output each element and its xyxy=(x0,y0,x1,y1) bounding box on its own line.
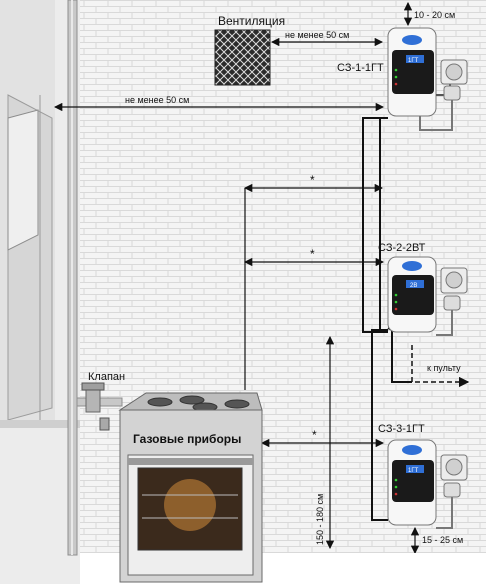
gas-appliances-label: Газовые приборы xyxy=(133,432,241,446)
detector-3: 1ГТ xyxy=(387,439,468,529)
height-range-label: 150 - 180 см xyxy=(315,494,325,545)
distance-star-2: * xyxy=(310,247,315,261)
detector-1: 1ГТ xyxy=(387,27,468,131)
detector-1-label: СЗ-1-1ГТ xyxy=(337,62,384,74)
detector-1-panel-text: 1ГТ xyxy=(408,58,419,64)
detector-3-panel-text: 1ГТ xyxy=(408,468,419,474)
distance-star-1: * xyxy=(310,173,315,187)
distance-star-3: * xyxy=(312,428,317,442)
valve-label: Клапан xyxy=(88,371,125,383)
vent-distance-label: не менее 50 см xyxy=(285,30,349,40)
console-wire xyxy=(411,345,470,388)
detector-3-label: СЗ-3-1ГТ xyxy=(378,423,425,435)
top-gap-label: 10 - 20 см xyxy=(414,10,455,20)
window xyxy=(0,0,80,584)
ventilation-label: Вентиляция xyxy=(218,14,285,28)
detector-2: 2В xyxy=(387,256,468,336)
detector-2-label: СЗ-2-2ВТ xyxy=(378,242,426,254)
detector-2-panel-text: 2В xyxy=(410,283,417,289)
ventilation-grille xyxy=(214,29,271,86)
bottom-gap-label: 15 - 25 см xyxy=(422,535,463,545)
valve-icon xyxy=(81,382,110,431)
gas-stove xyxy=(118,392,263,583)
console-label: к пульту xyxy=(427,363,461,373)
ceiling-distance-label: не менее 50 см xyxy=(125,95,189,105)
